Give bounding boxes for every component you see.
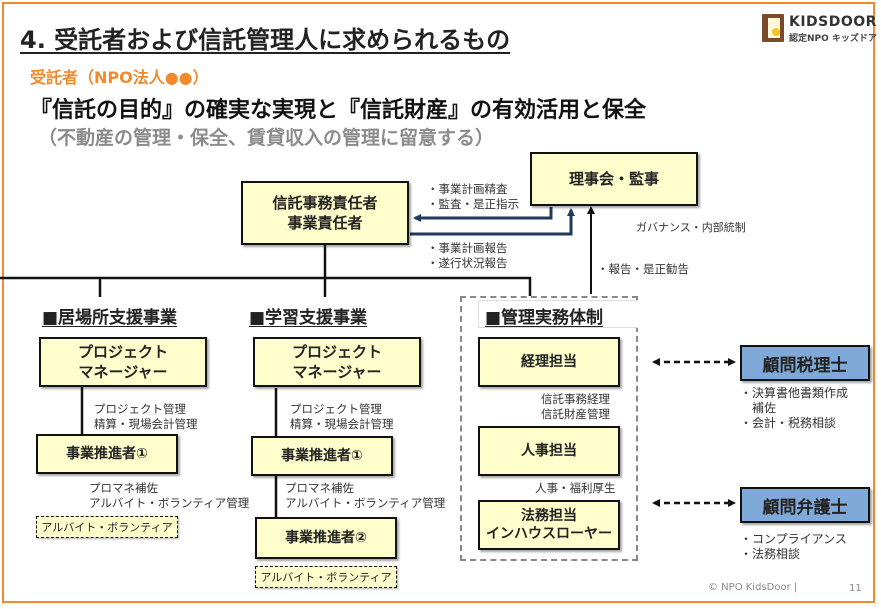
kidsdoor-logo: KIDSDOOR 認定NPO キッズドア [762,14,877,46]
board-box: 理事会・監事 [530,152,698,206]
arrow-board-to-manager [413,207,553,222]
slide-frame [2,2,875,603]
copyright: © NPO KidsDoor | [708,582,798,593]
promoter1-notes-gakushu: プロマネ補佐 アルバイト・ボランティア管理 [285,481,446,510]
promoter2-box-gakushu: 事業推進者② [255,517,397,559]
slide-title: 4. 受託者および信託管理人に求められるもの [20,26,511,54]
section-title-ibasho: ■居場所支援事業 [42,308,178,328]
governance-note: ガバナンス・内部統制 [636,221,746,234]
accounting-box: 経理担当 [478,337,620,387]
pm-box-ibasho: プロジェクト マネージャー [39,337,207,387]
logo-sub-text: 認定NPO キッズドア [789,34,877,44]
tax-advisor-box: 顧問税理士 [740,345,870,381]
legal-box: 法務担当 インハウスローヤー [478,500,620,550]
pm-notes-ibasho: プロジェクト管理 精算・現場会計管理 [94,402,198,431]
staff-box-ibasho: アルバイト・ボランティア [36,516,178,538]
board-to-manager-notes: ・事業計画精査 ・監査・是正指示 [427,182,519,211]
line-branch-horizontal [0,276,532,296]
arrow-manager-to-board [410,208,575,236]
tax-advisor-notes: ・決算書他書類作成 補佐 ・会計・税務相談 [740,386,849,430]
board-label: 理事会・監事 [568,170,659,188]
pm-box-gakushu: プロジェクト マネージャー [253,337,421,387]
trust-manager-line1: 信託事務責任者 [272,194,378,212]
promoter1-box-ibasho: 事業推進者① [36,434,178,474]
headline: 『信託の目的』の確実な実現と『信託財産』の有効活用と保全 [30,98,647,123]
section-title-gakushu: ■学習支援事業 [249,308,368,328]
org-label: 受託者（NPO法人●●） [30,68,209,87]
hr-box: 人事担当 [478,426,620,476]
staff-box-gakushu: アルバイト・ボランティア [255,566,397,588]
report-note: ・報告・是正勧告 [597,262,689,276]
headline-note: （不動産の管理・保全、賃貸収入の管理に留意する） [38,127,495,149]
management-title: ■管理実務体制 [485,308,604,328]
page-number: 11 [849,583,862,594]
management-title-bg [478,300,638,328]
lawyer-advisor-box: 顧問弁護士 [740,487,870,523]
trust-manager-line2: 事業責任者 [287,214,363,232]
logo-main-text: KIDSDOOR [789,14,877,30]
duck-icon [772,28,780,36]
trust-manager-box: 信託事務責任者 事業責任者 [241,181,409,245]
management-frame [460,296,638,561]
manager-to-board-notes: ・事業計画報告 ・遂行状況報告 [427,241,508,270]
lawyer-advisor-notes: ・コンプライアンス ・法務相談 [740,532,847,561]
promoter1-box-gakushu: 事業推進者① [251,436,393,476]
promoter1-notes-ibasho: プロマネ補佐 アルバイト・ボランティア管理 [89,481,250,510]
pm-notes-gakushu: プロジェクト管理 精算・現場会計管理 [290,402,394,431]
hr-notes: 人事・福利厚生 [535,481,616,495]
accounting-notes: 信託事務経理 信託財産管理 [541,392,610,421]
